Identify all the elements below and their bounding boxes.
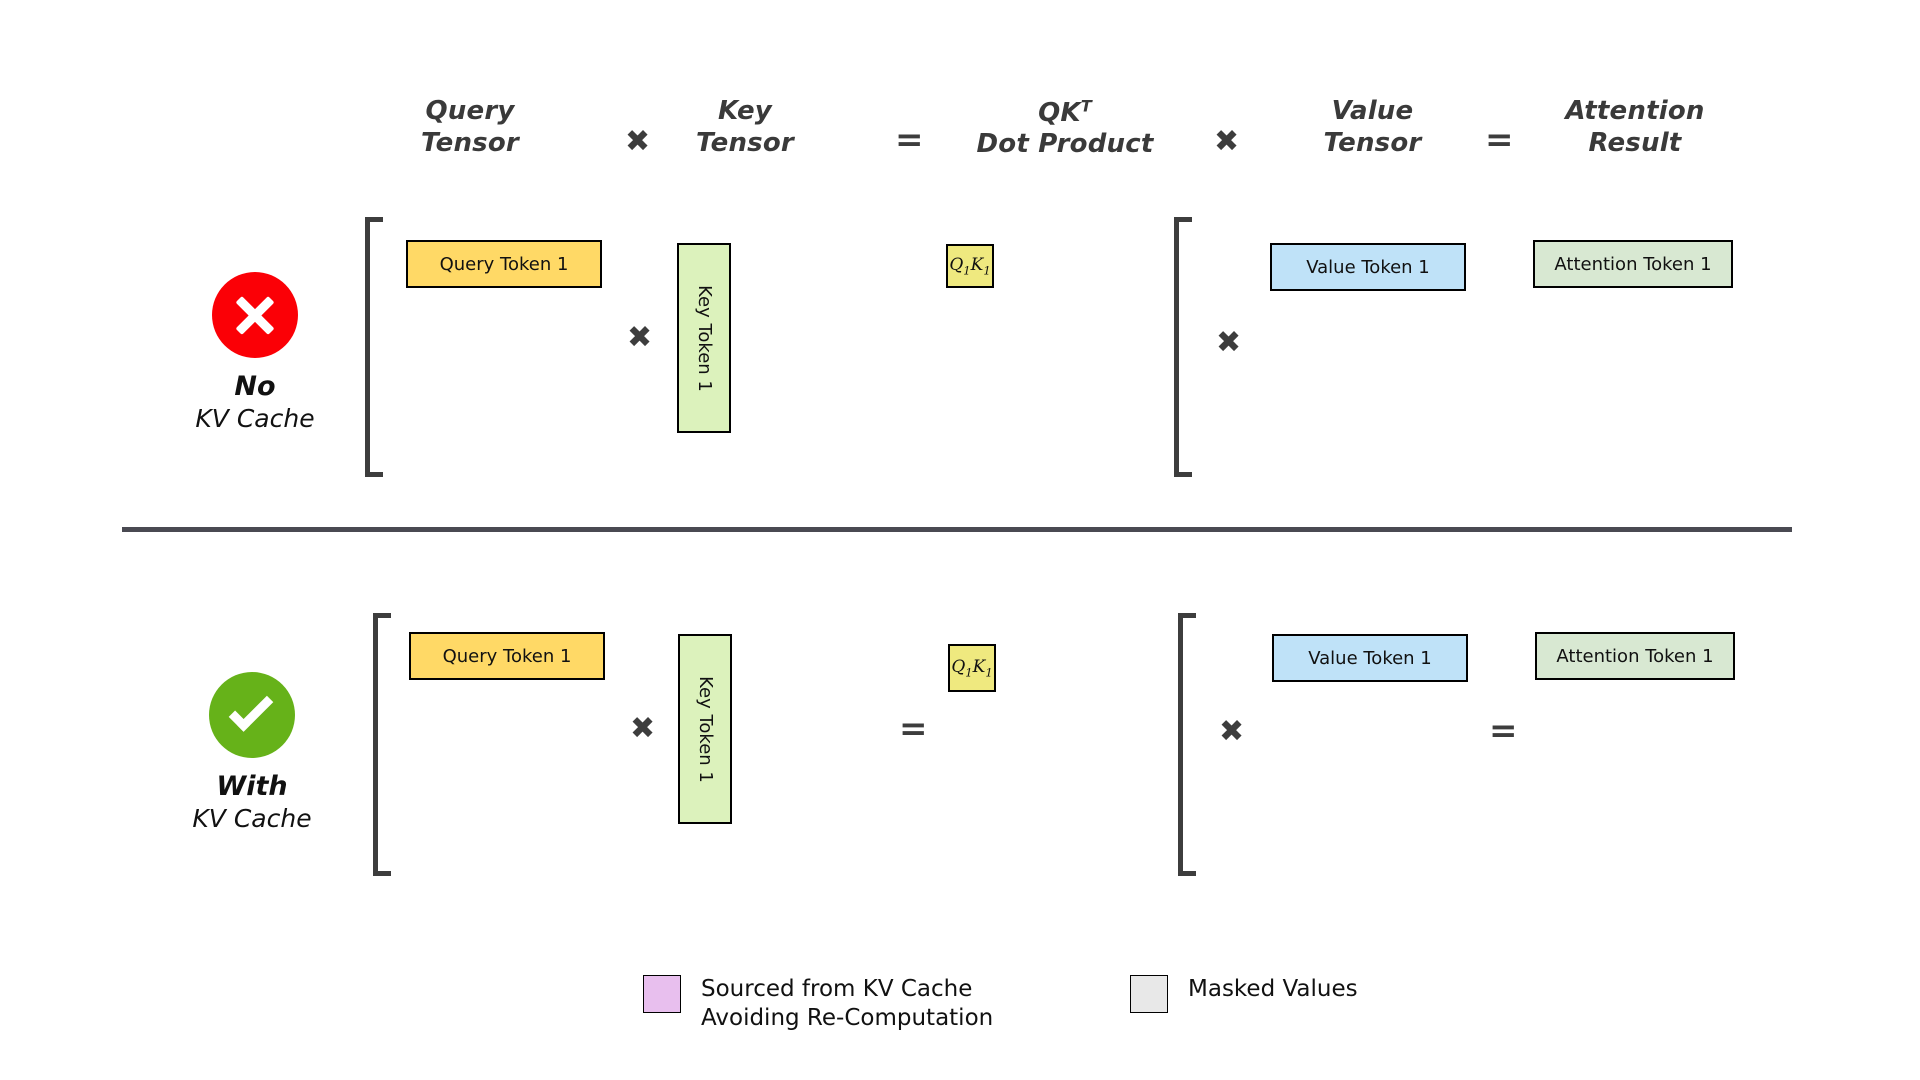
header-query-tensor-line2: Tensor <box>421 127 519 158</box>
row-with-kv-cache-key-token-label: Key Token 1 <box>694 675 716 783</box>
header-query-tensor-line1: Query <box>425 96 515 126</box>
legend-item-kv-cache-source: Sourced from KV Cache Avoiding Re-Comput… <box>643 975 993 1034</box>
check-glyph <box>228 687 274 732</box>
row-with-kv-cache-badge: With KV Cache <box>122 672 382 834</box>
legend-label-masked: Masked Values <box>1188 976 1358 1002</box>
header-equals-icon-2: = <box>1485 120 1514 160</box>
row-no-kv-cache-right-bracket <box>1174 217 1192 477</box>
row-no-kv-cache-badge: No KV Cache <box>125 272 385 434</box>
section-divider <box>122 527 1792 532</box>
cross-glyph <box>235 295 275 335</box>
row-with-kv-cache-key-token: Key Token 1 <box>678 634 732 824</box>
transpose-superscript: T <box>1080 96 1092 115</box>
row-no-kv-cache-attention-token: Attention Token 1 <box>1533 240 1733 288</box>
row-with-kv-cache-attention-token: Attention Token 1 <box>1535 632 1735 680</box>
row-no-kv-cache-title: No <box>234 371 276 402</box>
row-no-kv-cache-multiply-icon-2: ✖ <box>1216 325 1242 360</box>
header-key-tensor-line1: Key <box>718 96 772 126</box>
check-icon <box>209 672 295 758</box>
legend-item-masked-values: Masked Values <box>1130 975 1358 1013</box>
header-qk-dot-product-line2: Dot Product <box>976 129 1154 160</box>
row-with-kv-cache-equals-icon-1: = <box>899 709 928 749</box>
row-with-kv-cache-qk-token: Q1K1 <box>948 644 996 692</box>
row-with-kv-cache-left-bracket <box>373 613 391 876</box>
header-attention-result: Attention Result <box>1520 96 1750 159</box>
row-with-kv-cache-equals-icon-2: = <box>1489 711 1518 751</box>
header-equals-icon-1: = <box>895 120 924 160</box>
row-no-kv-cache-qk-token: Q1K1 <box>946 244 994 288</box>
row-no-kv-cache-multiply-icon-1: ✖ <box>627 320 653 355</box>
row-no-kv-cache-qk-label: Q1K1 <box>949 254 991 278</box>
row-with-kv-cache-query-token: Query Token 1 <box>409 632 605 680</box>
legend-label-kv-cache: Sourced from KV Cache Avoiding Re-Comput… <box>701 976 994 1032</box>
header-key-tensor-line2: Tensor <box>696 127 794 158</box>
row-with-kv-cache-value-token: Value Token 1 <box>1272 634 1468 682</box>
header-multiply-icon-1: ✖ <box>625 124 651 159</box>
row-with-kv-cache-multiply-icon-1: ✖ <box>630 711 656 746</box>
legend-swatch-masked <box>1130 975 1168 1013</box>
header-qk-dot-product: QKT Dot Product <box>935 96 1195 161</box>
row-with-kv-cache-multiply-icon-2: ✖ <box>1219 714 1245 749</box>
header-value-tensor: Value Tensor <box>1285 96 1460 159</box>
header-value-tensor-line1: Value <box>1331 96 1414 126</box>
row-no-kv-cache-query-token: Query Token 1 <box>406 240 602 288</box>
header-query-tensor: Query Tensor <box>380 96 560 159</box>
header-qk-dot-product-line1: QKT <box>1038 96 1092 128</box>
row-with-kv-cache-right-bracket <box>1178 613 1196 876</box>
legend-swatch-kv-cache <box>643 975 681 1013</box>
header-attention-result-line2: Result <box>1588 127 1682 158</box>
row-no-kv-cache-key-token-label: Key Token 1 <box>693 284 715 392</box>
row-with-kv-cache-qk-label: Q1K1 <box>951 656 993 680</box>
row-no-kv-cache-key-token: Key Token 1 <box>677 243 731 433</box>
header-value-tensor-line2: Tensor <box>1323 127 1422 158</box>
row-no-kv-cache-value-token: Value Token 1 <box>1270 243 1466 291</box>
header-multiply-icon-2: ✖ <box>1214 124 1240 159</box>
header-key-tensor: Key Tensor <box>660 96 830 159</box>
row-with-kv-cache-title: With <box>216 771 288 802</box>
cross-icon <box>212 272 298 358</box>
row-no-kv-cache-left-bracket <box>365 217 383 477</box>
header-attention-result-line1: Attention <box>1565 96 1705 126</box>
row-with-kv-cache-subtitle: KV Cache <box>192 804 312 834</box>
row-no-kv-cache-subtitle: KV Cache <box>195 404 315 434</box>
